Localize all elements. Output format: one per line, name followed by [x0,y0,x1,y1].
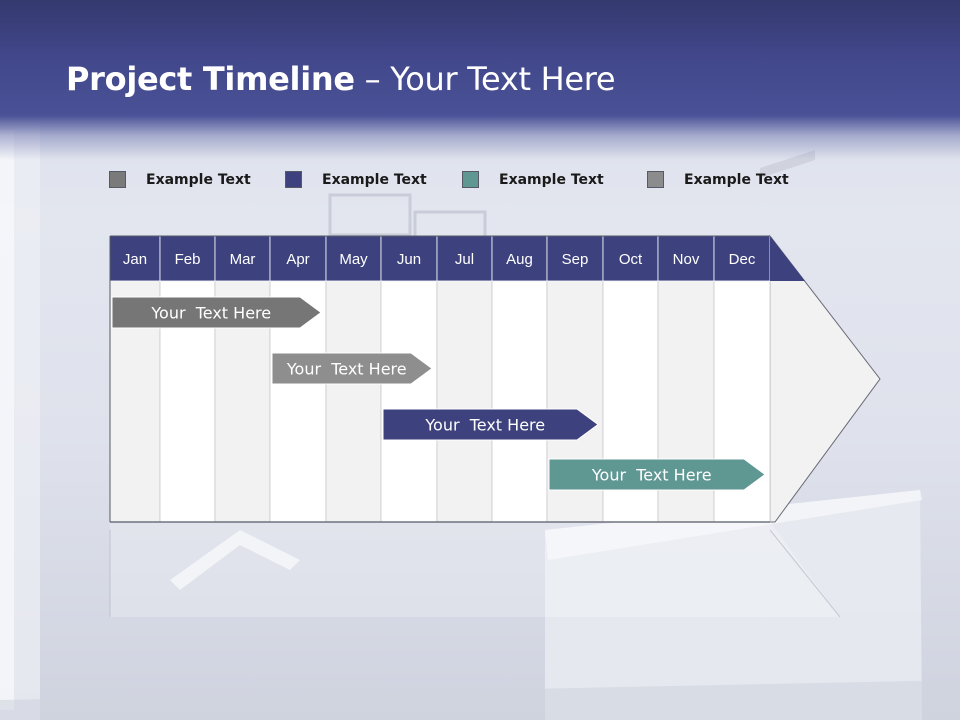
legend-label-1: Example Text [146,172,251,188]
legend-swatch-2 [285,171,302,188]
month-header-may [325,235,382,282]
month-label-apr: Apr [286,251,309,268]
header-arrow-corner [770,236,805,281]
timeline-reflection [110,522,840,617]
task-bar-label-3: Your Text Here [424,416,545,435]
month-label-mar: Mar [230,251,256,268]
task-bar-2 [271,352,433,385]
month-header-nov [657,235,715,282]
month-label-oct: Oct [619,251,643,268]
task-bar-label-2: Your Text Here [286,360,407,379]
title-rest: – Your Text Here [354,60,616,98]
month-label-sep: Sep [562,251,589,268]
month-label-jan: Jan [123,251,147,268]
month-label-feb: Feb [175,251,201,268]
month-header-jan [109,235,161,282]
month-column-jun [380,280,438,523]
month-label-aug: Aug [506,251,533,268]
task-bar-label-1: Your Text Here [150,304,271,323]
task-bar-1 [111,296,322,329]
month-column-may [325,280,382,523]
legend-label-4: Example Text [684,172,789,188]
month-label-dec: Dec [729,251,756,268]
page-title: Project Timeline – Your Text Here [66,60,616,98]
task-bar-4 [548,458,766,491]
legend-swatch-1 [109,171,126,188]
title-bold: Project Timeline [66,60,355,98]
month-column-jul [436,280,493,523]
month-label-nov: Nov [673,251,700,268]
month-header-apr [269,235,327,282]
month-header-dec [713,235,771,282]
header-band [0,0,960,160]
month-header-oct [602,235,659,282]
month-column-aug [491,280,548,523]
legend-label-2: Example Text [322,172,427,188]
legend-swatch-3 [462,171,479,188]
month-header-jul [436,235,493,282]
month-header-mar [214,235,271,282]
legend-swatch-4 [647,171,664,188]
legend-label-3: Example Text [499,172,604,188]
reflection-edge-right [769,529,841,618]
task-bar-label-4: Your Text Here [591,466,712,485]
task-bar-3 [382,408,599,441]
month-label-may: May [339,251,368,268]
month-header-feb [159,235,216,282]
month-label-jul: Jul [455,251,474,268]
month-label-jun: Jun [397,251,421,268]
month-header-jun [380,235,438,282]
